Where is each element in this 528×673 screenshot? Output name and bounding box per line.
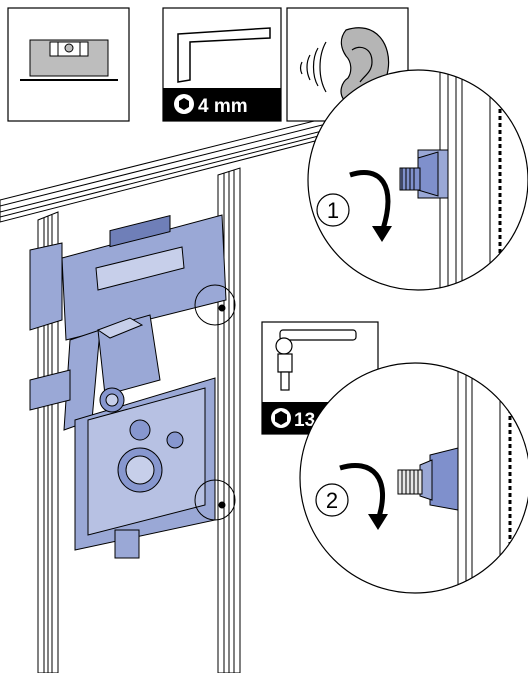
detail-marker-lower bbox=[194, 479, 236, 521]
top-rail bbox=[0, 111, 351, 223]
step-2-badge bbox=[315, 483, 349, 517]
rotate-arrow-1 bbox=[349, 170, 391, 233]
rotate-arrow-2 bbox=[339, 462, 385, 521]
socket-wrench-icon bbox=[275, 329, 357, 391]
hex-nut-icon bbox=[271, 408, 291, 428]
hex-key-panel: 4 mm bbox=[162, 7, 282, 122]
detail-view-2: 2 bbox=[299, 362, 528, 594]
hex-key-icon bbox=[177, 27, 271, 83]
step-1-badge bbox=[316, 193, 350, 227]
step-2-number: 2 bbox=[326, 488, 338, 513]
spirit-level-panel bbox=[7, 7, 130, 122]
cistern-frame bbox=[29, 214, 227, 559]
mounting-frame bbox=[0, 111, 351, 673]
spirit-level-icon bbox=[20, 39, 118, 81]
detail-markers bbox=[194, 284, 236, 521]
step-1-number: 1 bbox=[327, 198, 339, 223]
detail-marker-upper bbox=[194, 284, 236, 326]
hex-key-size-label: 4 mm bbox=[198, 96, 248, 117]
hex-socket-icon bbox=[174, 94, 194, 114]
